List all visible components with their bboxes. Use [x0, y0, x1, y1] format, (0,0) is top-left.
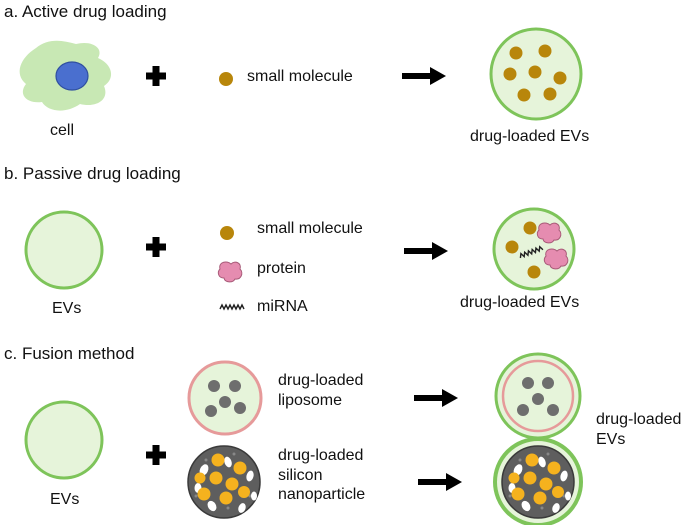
liposome-drugs — [205, 380, 246, 417]
drug-loaded-evs-label-a: drug-loaded EVs — [470, 128, 590, 145]
liposome-label: drug-loaded liposome — [278, 372, 364, 409]
cell-label: cell — [50, 122, 75, 139]
arrow-c-liposome — [414, 389, 458, 407]
panel-b-graphics — [24, 207, 576, 310]
panel-a-title: a. Active drug loading — [4, 2, 167, 21]
small-molecule-dot-b — [220, 226, 234, 240]
panel-c-title: c. Fusion method — [4, 344, 135, 363]
arrow-c-silicon — [418, 473, 462, 491]
evs-label-c: EVs — [50, 491, 80, 508]
arrow-b — [404, 242, 448, 260]
ev-b-molecule — [505, 240, 519, 254]
ev-c — [24, 400, 104, 480]
silicon-nanoparticle — [187, 445, 261, 519]
arrow-a — [402, 67, 446, 85]
drug-loaded-evs-label-c: drug-loaded EVs — [596, 411, 682, 448]
protein-shape-b — [217, 261, 243, 283]
small-molecule-dot-a — [219, 72, 233, 86]
mirna-shape-b — [219, 304, 245, 310]
fused-liposome-drugs — [517, 377, 559, 416]
ev-b-molecule — [527, 265, 541, 279]
panel-c-graphics — [24, 352, 583, 525]
plus-sign-a — [146, 66, 166, 86]
ev-b — [24, 210, 104, 290]
mirna-label: miRNA — [257, 298, 308, 315]
panel-b-title: b. Passive drug loading — [4, 164, 181, 183]
plus-sign-c — [146, 445, 166, 465]
fused-ev-liposome-inner — [501, 359, 575, 433]
protein-label: protein — [257, 260, 306, 277]
evs-label-b: EVs — [52, 300, 82, 317]
ev-b-molecule — [523, 221, 537, 235]
plus-sign-b — [146, 237, 166, 257]
drug-loaded-evs-label-b: drug-loaded EVs — [460, 294, 580, 311]
fused-silicon-core — [501, 445, 575, 519]
silicon-nanoparticle-label: drug-loaded silicon nanoparticle — [278, 447, 366, 504]
cell-nucleus — [55, 61, 89, 91]
ev-a-molecules — [503, 44, 567, 102]
small-molecule-label-b: small molecule — [257, 220, 363, 237]
small-molecule-label-a: small molecule — [247, 68, 353, 85]
panel-a-graphics — [19, 27, 583, 121]
